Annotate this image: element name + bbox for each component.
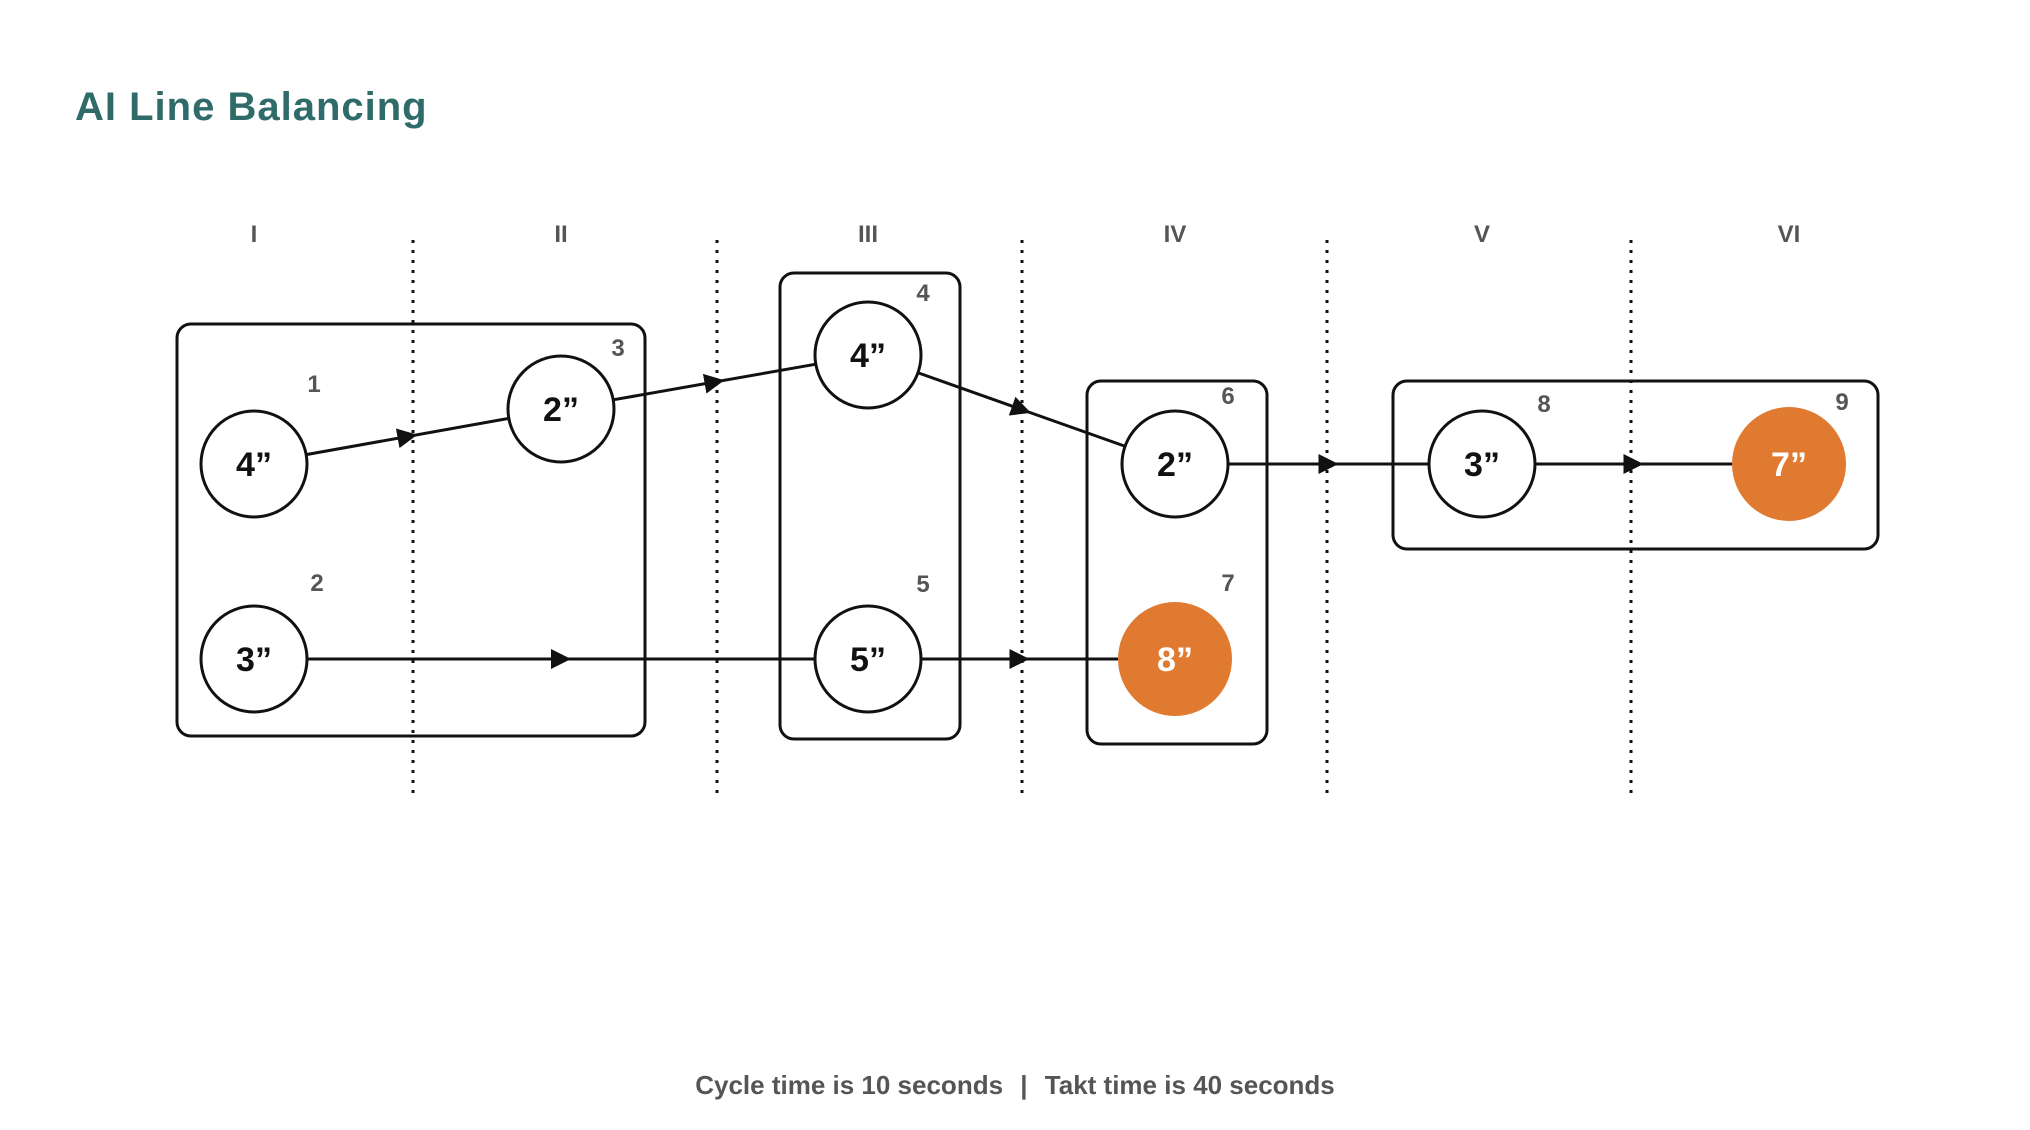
task-time: 5”	[850, 641, 886, 679]
task-node-8: 3” 8	[1427, 391, 1551, 519]
task-time: 2”	[543, 391, 579, 429]
task-circle	[1118, 602, 1232, 716]
group-boxes	[175, 271, 1880, 746]
task-circle	[199, 409, 309, 519]
group-box	[778, 271, 962, 741]
task-circle	[813, 604, 923, 714]
precedence-edges	[305, 362, 1732, 669]
group-box	[175, 322, 647, 738]
task-node-7: 8” 7	[1118, 570, 1235, 716]
cycle-time-text: Cycle time is 10 seconds	[695, 1070, 1004, 1100]
task-number: 5	[916, 571, 929, 598]
station-labels: I II III IV V VI	[251, 221, 1801, 248]
takt-time-text: Takt time is 40 seconds	[1044, 1070, 1335, 1100]
task-number: 6	[1221, 383, 1234, 410]
station-label-3: III	[858, 221, 878, 248]
task-number: 9	[1835, 389, 1848, 416]
task-time: 2”	[1157, 446, 1193, 484]
task-node-1: 4” 1	[199, 371, 321, 519]
task-circle	[813, 300, 923, 410]
task-node-6: 2” 6	[1120, 383, 1235, 519]
task-node-9: 7” 9	[1732, 389, 1849, 521]
footer-caption: Cycle time is 10 seconds | Takt time is …	[0, 1070, 2030, 1101]
station-label-2: II	[554, 221, 567, 248]
task-circle	[1427, 409, 1537, 519]
station-label-6: VI	[1778, 221, 1801, 248]
task-number: 3	[611, 335, 624, 362]
footer-separator: |	[1020, 1070, 1028, 1100]
group-box	[1085, 379, 1269, 746]
task-time: 3”	[236, 641, 272, 679]
task-circle	[506, 354, 616, 464]
task-time: 4”	[850, 337, 886, 375]
task-number: 7	[1221, 570, 1234, 597]
task-node-4: 4” 4	[813, 280, 930, 410]
task-time: 7”	[1771, 446, 1807, 484]
task-time: 4”	[236, 446, 272, 484]
edge-1-3	[305, 416, 510, 457]
task-time: 3”	[1464, 446, 1500, 484]
task-node-2: 3” 2	[199, 570, 324, 714]
task-number: 8	[1537, 391, 1550, 418]
task-nodes: 4” 1 3” 2 2” 3 4” 4 5” 5 2” 6 8” 7 3” 8 7” 9	[199, 280, 1849, 716]
task-number: 1	[307, 371, 320, 398]
task-node-5: 5” 5	[813, 571, 930, 714]
task-circle	[199, 604, 309, 714]
task-circle	[1732, 407, 1846, 521]
task-time: 8”	[1157, 641, 1193, 679]
task-node-3: 2” 3	[506, 335, 625, 464]
task-circle	[1120, 409, 1230, 519]
page-title: AI Line Balancing	[75, 85, 428, 129]
station-dividers	[411, 240, 1633, 798]
task-number: 4	[916, 280, 930, 307]
station-label-1: I	[251, 221, 258, 248]
station-label-5: V	[1474, 221, 1490, 248]
task-number: 2	[310, 570, 323, 597]
station-label-4: IV	[1164, 221, 1187, 248]
